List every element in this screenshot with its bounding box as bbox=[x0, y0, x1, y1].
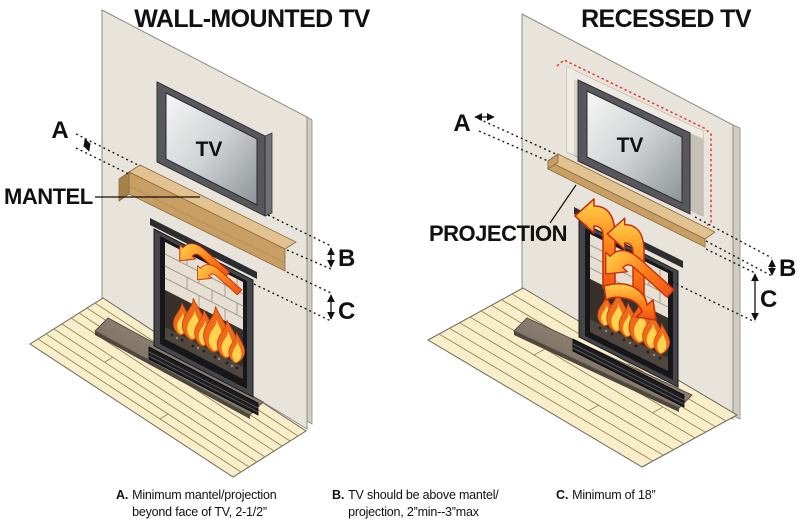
left-coal-bed bbox=[165, 327, 243, 379]
dim-b-label: B bbox=[338, 245, 355, 272]
dim-a-dotted bbox=[478, 118, 559, 162]
right-tv-label: TV bbox=[617, 134, 644, 157]
projection-leader bbox=[549, 184, 577, 224]
left-tv-screen bbox=[165, 92, 258, 206]
dim-c-label: C bbox=[760, 286, 777, 313]
footnote-a-key: A. bbox=[116, 488, 129, 502]
left-title: WALL-MOUNTED TV bbox=[134, 5, 370, 33]
left-tv-side bbox=[264, 132, 273, 217]
footnote-b: B. TV should be above mantel/projection,… bbox=[332, 487, 499, 521]
left-base-louvers bbox=[148, 351, 259, 413]
footnote-b-line1: TV should be above mantel/ bbox=[348, 488, 499, 502]
footnote-b-key: B. bbox=[332, 488, 345, 502]
recess-inner-top bbox=[567, 67, 703, 140]
dim-a-label: A bbox=[453, 110, 470, 137]
footnote-c: C. Minimum of 18” bbox=[556, 487, 656, 504]
left-tv-label: TV bbox=[196, 138, 223, 161]
footnote-c-line1: Minimum of 18” bbox=[572, 488, 656, 502]
dim-b-dotted bbox=[694, 216, 773, 277]
dim-c-dotted bbox=[671, 248, 756, 323]
right-dimensions: A PROJECTION B C bbox=[429, 110, 796, 323]
right-coal-dots bbox=[598, 326, 662, 360]
left-coal-dots bbox=[170, 333, 239, 370]
footnote-c-text: Minimum of 18” bbox=[572, 487, 656, 504]
dim-b-dotted bbox=[267, 214, 332, 270]
heat-arrow-icon bbox=[603, 282, 657, 321]
footnote-b-line2: projection, 2”min--3”max bbox=[348, 505, 479, 519]
dim-c-dotted bbox=[253, 271, 332, 322]
footnote-a-line1: Minimum mantel/projection bbox=[132, 488, 277, 502]
right-tv-screen bbox=[586, 90, 683, 204]
recess-inner-right-shadow bbox=[690, 133, 703, 216]
footnote-a: A. Minimum mantel/projection beyond face … bbox=[116, 487, 277, 521]
right-heat-arrows bbox=[574, 198, 675, 321]
footnote-a-text: Minimum mantel/projection beyond face of … bbox=[132, 487, 277, 521]
footnote-a-line2: beyond face of TV, 2-1/2” bbox=[132, 505, 267, 519]
left-diagram: TV bbox=[4, 5, 371, 478]
left-wall-side-edge bbox=[306, 116, 313, 425]
footnote-c-key: C. bbox=[556, 488, 569, 502]
mantel-label: MANTEL bbox=[4, 184, 93, 209]
mantel-end bbox=[118, 171, 130, 202]
mantel-grain bbox=[128, 185, 286, 264]
right-tv: TV bbox=[577, 79, 691, 215]
left-tv: TV bbox=[156, 81, 273, 217]
dim-a-arrow bbox=[83, 138, 91, 152]
right-coal-bed bbox=[590, 319, 668, 371]
dim-a-label: A bbox=[51, 117, 68, 144]
dim-c-label: C bbox=[338, 298, 355, 325]
footnote-b-text: TV should be above mantel/projection, 2”… bbox=[348, 487, 499, 521]
left-dimensions: A MANTEL B C bbox=[4, 117, 355, 325]
shelf-end bbox=[547, 153, 559, 170]
right-diagram: TV bbox=[426, 5, 796, 468]
recess-inner-left bbox=[567, 67, 574, 155]
right-title: RECESSED TV bbox=[581, 5, 752, 33]
right-wall-side-edge bbox=[732, 124, 741, 420]
left-fireplace bbox=[148, 218, 259, 416]
projection-shelf bbox=[547, 153, 716, 248]
right-base-louvers bbox=[572, 343, 685, 405]
dim-b-label: B bbox=[779, 255, 796, 282]
projection-label: PROJECTION bbox=[429, 221, 567, 246]
